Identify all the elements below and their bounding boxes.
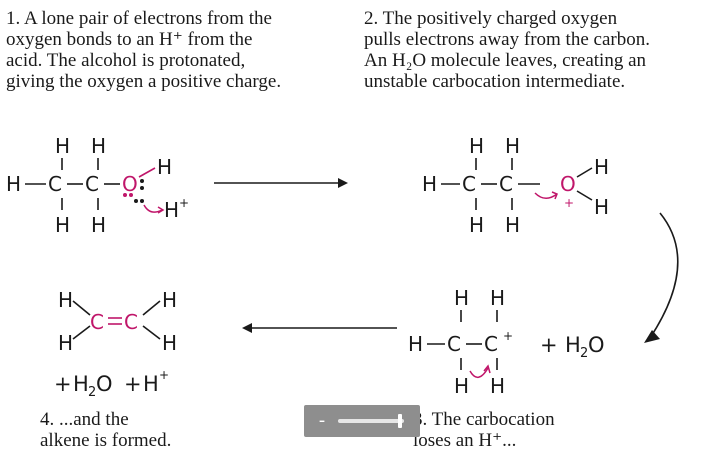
water-molecule: H 2 O bbox=[73, 372, 113, 400]
positive-charge: + bbox=[179, 196, 189, 210]
caption-line: giving the oxygen a positive charge. bbox=[6, 71, 282, 92]
diagram-mark bbox=[551, 191, 558, 200]
atom-hydrogen: H bbox=[594, 195, 609, 219]
atom-hydrogen: H bbox=[55, 213, 70, 237]
electron-arrow bbox=[469, 367, 489, 378]
atom-hydrogen: H bbox=[91, 213, 106, 237]
molecule-protonated-alcohol: H H H C C O H H H H + bbox=[422, 134, 609, 237]
lone-pair-dots bbox=[123, 179, 144, 203]
step-3-caption: 3. The carbocation loses an H⁺... bbox=[413, 409, 555, 451]
atom-hydrogen: H bbox=[490, 286, 505, 310]
proton-charge: + bbox=[159, 368, 169, 382]
diagram-mark bbox=[576, 167, 593, 178]
atom-hydrogen: H bbox=[55, 134, 70, 158]
atom-oxygen: O bbox=[122, 172, 138, 196]
atom-carbon: C bbox=[499, 172, 513, 196]
caption-line: An H₂O molecule leaves, creating an bbox=[364, 50, 647, 71]
step-4-caption: 4. ...and the alkene is formed. bbox=[40, 409, 171, 451]
water-h: H bbox=[565, 333, 581, 357]
diagram-mark bbox=[129, 193, 133, 197]
atom-hydrogen: H bbox=[505, 134, 520, 158]
molecule-carbocation: H H H C C + H H + H 2 O bbox=[408, 286, 605, 398]
caption-line: 4. ...and the bbox=[40, 409, 129, 430]
atom-hydrogen: H bbox=[454, 374, 469, 398]
caption-line: oxygen bonds to an H⁺ from the bbox=[6, 29, 253, 50]
caption-line: loses an H⁺... bbox=[413, 430, 517, 451]
diagram-mark bbox=[138, 167, 156, 178]
atom-carbon: C bbox=[90, 310, 104, 334]
diagram-mark bbox=[483, 364, 491, 374]
electron-arrow bbox=[143, 204, 163, 213]
atom-hydrogen: H bbox=[469, 134, 484, 158]
media-control: - bbox=[304, 405, 420, 437]
diagram-mark bbox=[157, 206, 165, 214]
caption-line: alkene is formed. bbox=[40, 430, 172, 451]
slider-thumb[interactable] bbox=[398, 414, 402, 428]
atom-carbon: C bbox=[48, 172, 62, 196]
atom-hydrogen: H bbox=[422, 172, 437, 196]
diagram-mark bbox=[142, 325, 161, 340]
diagram-mark bbox=[72, 300, 91, 316]
water-subscript: 2 bbox=[88, 385, 96, 400]
atom-hydrogen: H bbox=[469, 213, 484, 237]
diagram-mark bbox=[644, 330, 660, 343]
water-o: O bbox=[96, 372, 113, 396]
reaction-arrow-2 bbox=[649, 212, 679, 339]
atom-hydrogen: H bbox=[162, 288, 177, 312]
caption-line: 1. A lone pair of electrons from the bbox=[6, 8, 272, 29]
atom-carbon: C bbox=[484, 332, 498, 356]
molecule-ethanol: H H H C C O H H H H + bbox=[6, 134, 189, 237]
atom-hydrogen: H bbox=[408, 332, 423, 356]
atom-carbon: C bbox=[85, 172, 99, 196]
slider-track[interactable] bbox=[338, 419, 404, 423]
atom-hydrogen: H bbox=[454, 286, 469, 310]
water-o: O bbox=[588, 333, 605, 357]
atom-hydrogen: H bbox=[164, 198, 179, 222]
water-subscript: 2 bbox=[580, 346, 588, 361]
electron-arrow bbox=[534, 192, 558, 199]
caption-line: pulls electrons away from the carbon. bbox=[364, 29, 650, 50]
atom-hydrogen: H bbox=[91, 134, 106, 158]
atom-hydrogen: H bbox=[6, 172, 21, 196]
diagram-mark bbox=[134, 199, 138, 203]
diagram-mark bbox=[140, 199, 144, 203]
positive-charge: + bbox=[503, 329, 513, 343]
plus-sign: + bbox=[540, 333, 558, 357]
step-1-caption: 1. A lone pair of electrons from the oxy… bbox=[6, 8, 281, 92]
step-2-caption: 2. The positively charged oxygen pulls e… bbox=[364, 8, 650, 92]
atom-oxygen: O bbox=[560, 172, 576, 196]
atom-hydrogen: H bbox=[58, 288, 73, 312]
atom-carbon: C bbox=[124, 310, 138, 334]
diagram-mark bbox=[576, 190, 593, 201]
atom-hydrogen: H bbox=[162, 331, 177, 355]
water-h: H bbox=[73, 372, 89, 396]
atom-carbon: C bbox=[447, 332, 461, 356]
caption-line: unstable carbocation intermediate. bbox=[364, 71, 626, 92]
diagram-mark bbox=[140, 179, 144, 183]
atom-hydrogen: H bbox=[594, 155, 609, 179]
caption-line: acid. The alcohol is protonated, bbox=[6, 50, 246, 71]
caption-line: 3. The carbocation bbox=[413, 409, 555, 430]
caption-line: 2. The positively charged oxygen bbox=[364, 8, 618, 29]
atom-hydrogen: H bbox=[505, 213, 520, 237]
diagram-mark bbox=[140, 186, 144, 190]
atom-hydrogen: H bbox=[490, 374, 505, 398]
plus-sign: + bbox=[124, 372, 142, 396]
proton-h: H bbox=[143, 372, 159, 396]
diagram-mark bbox=[142, 300, 161, 316]
atom-carbon: C bbox=[462, 172, 476, 196]
positive-charge: + bbox=[564, 196, 574, 210]
plus-sign: + bbox=[54, 372, 72, 396]
water-molecule: H 2 O bbox=[565, 333, 605, 361]
proton: H + bbox=[143, 368, 169, 396]
atom-hydrogen: H bbox=[157, 155, 172, 179]
diagram-mark bbox=[72, 325, 91, 340]
atom-hydrogen: H bbox=[58, 331, 73, 355]
diagram-mark bbox=[123, 193, 127, 197]
molecule-alkene: H H H H C C + H 2 O + H + bbox=[54, 288, 177, 400]
zoom-out-button[interactable]: - bbox=[318, 410, 326, 431]
